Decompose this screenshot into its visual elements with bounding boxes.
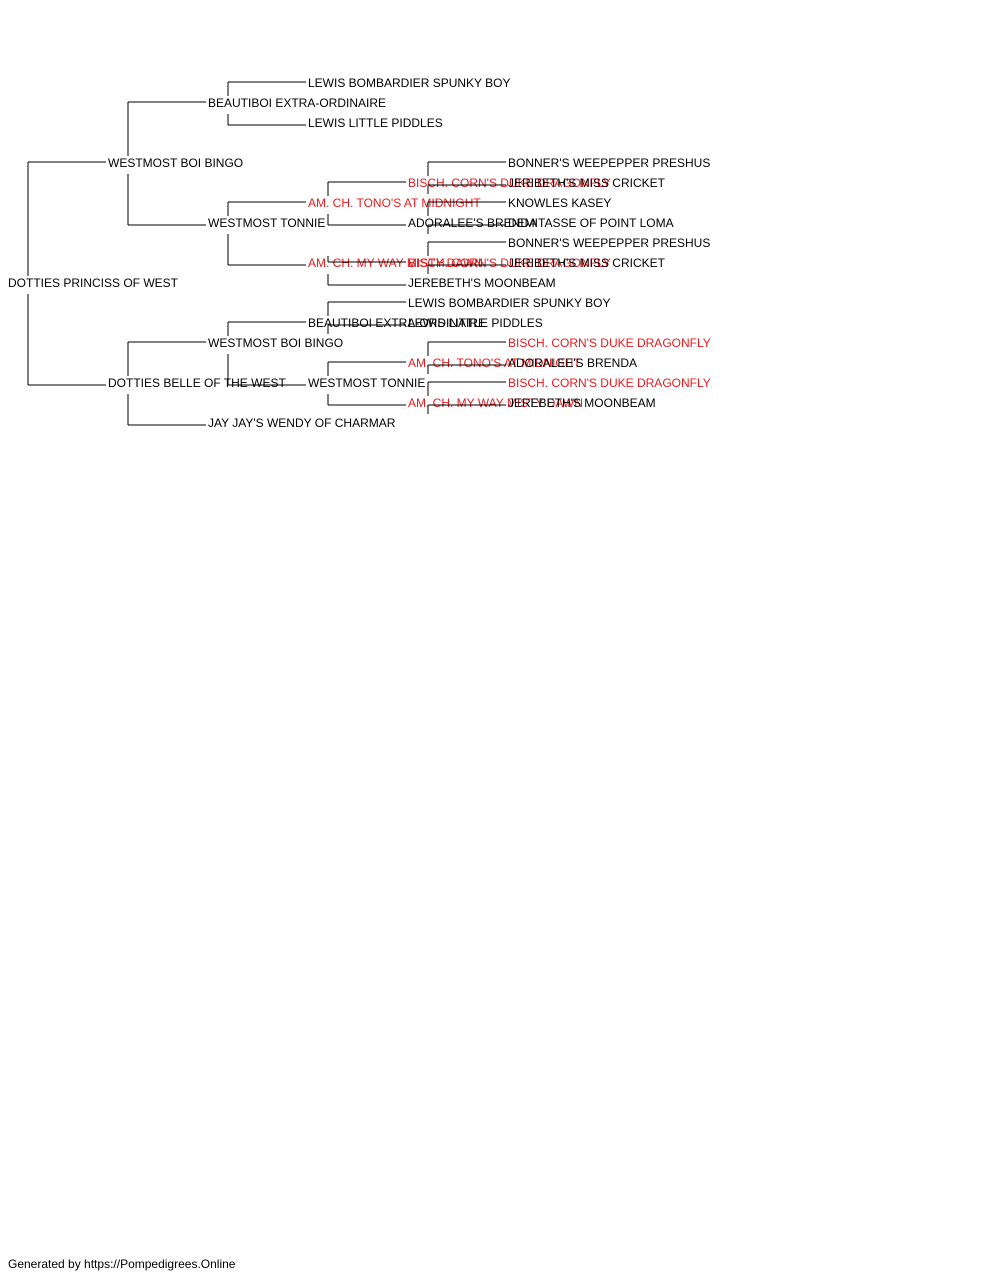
- dog-name-demitasse-of-point-loma: DEMITASSE OF POINT LOMA: [508, 216, 674, 230]
- dog-name-lewis-little-piddles: LEWIS LITTLE PIDDLES: [408, 316, 543, 330]
- generated-by-footer: Generated by https://Pompedigrees.Online: [8, 1257, 236, 1271]
- dog-name-bisch-corn-s-duke-dragonfly: BISCH. CORN'S DUKE DRAGONFLY: [408, 176, 611, 190]
- dog-name-knowles-kasey: KNOWLES KASEY: [508, 196, 611, 210]
- dog-name-dotties-princiss-of-west: DOTTIES PRINCISS OF WEST: [8, 276, 179, 290]
- dog-name-beautiboi-extra-ordinaire: BEAUTIBOI EXTRA-ORDINAIRE: [308, 316, 486, 330]
- dog-name-bisch-corn-s-duke-dragonfly: BISCH. CORN'S DUKE DRAGONFLY: [508, 336, 711, 350]
- dog-name-jerebeth-s-moonbeam: JEREBETH'S MOONBEAM: [408, 276, 556, 290]
- dog-name-beautiboi-extra-ordinaire: BEAUTIBOI EXTRA-ORDINAIRE: [208, 96, 386, 110]
- dog-name-westmost-boi-bingo: WESTMOST BOI BINGO: [108, 156, 243, 170]
- dog-name-westmost-boi-bingo: WESTMOST BOI BINGO: [208, 336, 343, 350]
- dog-name-jeribeth-s-miss-cricket: JERIBETH'S MISS CRICKET: [508, 256, 666, 270]
- dog-name-adoralee-s-brenda: ADORALEE'S BRENDA: [408, 216, 537, 230]
- dog-name-westmost-tonnie: WESTMOST TONNIE: [308, 376, 425, 390]
- pedigree-chart: DOTTIES PRINCISS OF WEST WESTMOST BOI BIN…: [8, 76, 711, 430]
- dog-name-bonner-s-weepepper-preshus: BONNER'S WEEPEPPER PRESHUS: [508, 236, 710, 250]
- dog-name-bonner-s-weepepper-preshus: BONNER'S WEEPEPPER PRESHUS: [508, 156, 710, 170]
- dog-name-lewis-bombardier-spunky-boy: LEWIS BOMBARDIER SPUNKY BOY: [408, 296, 611, 310]
- dog-name-westmost-tonnie: WESTMOST TONNIE: [208, 216, 325, 230]
- dog-name-bisch-corn-s-duke-dragonfly: BISCH. CORN'S DUKE DRAGONFLY: [408, 256, 611, 270]
- dog-name-bisch-corn-s-duke-dragonfly: BISCH. CORN'S DUKE DRAGONFLY: [508, 376, 711, 390]
- dog-name-am-ch-my-way-misty-dawn: AM. CH. MY WAY MISTY DAWN: [308, 256, 483, 270]
- dog-name-jeribeth-s-miss-cricket: JERIBETH'S MISS CRICKET: [508, 176, 666, 190]
- dog-name-jerebeth-s-moonbeam: JEREBETH'S MOONBEAM: [508, 396, 656, 410]
- dog-name-adoralee-s-brenda: ADORALEE'S BRENDA: [508, 356, 637, 370]
- dog-name-am-ch-my-way-misty-dawn: AM. CH. MY WAY MISTY DAWN: [408, 396, 583, 410]
- dog-name-am-ch-tono-s-at-midnight: AM. CH. TONO'S AT MIDNIGHT: [308, 196, 481, 210]
- dog-name-lewis-little-piddles: LEWIS LITTLE PIDDLES: [308, 116, 443, 130]
- dog-name-jay-jay-s-wendy-of-charmar: JAY JAY'S WENDY OF CHARMAR: [208, 416, 396, 430]
- dog-name-lewis-bombardier-spunky-boy: LEWIS BOMBARDIER SPUNKY BOY: [308, 76, 511, 90]
- dog-name-am-ch-tono-s-at-midnight: AM. CH. TONO'S AT MIDNIGHT: [408, 356, 581, 370]
- dog-name-dotties-belle-of-the-west: DOTTIES BELLE OF THE WEST: [108, 376, 286, 390]
